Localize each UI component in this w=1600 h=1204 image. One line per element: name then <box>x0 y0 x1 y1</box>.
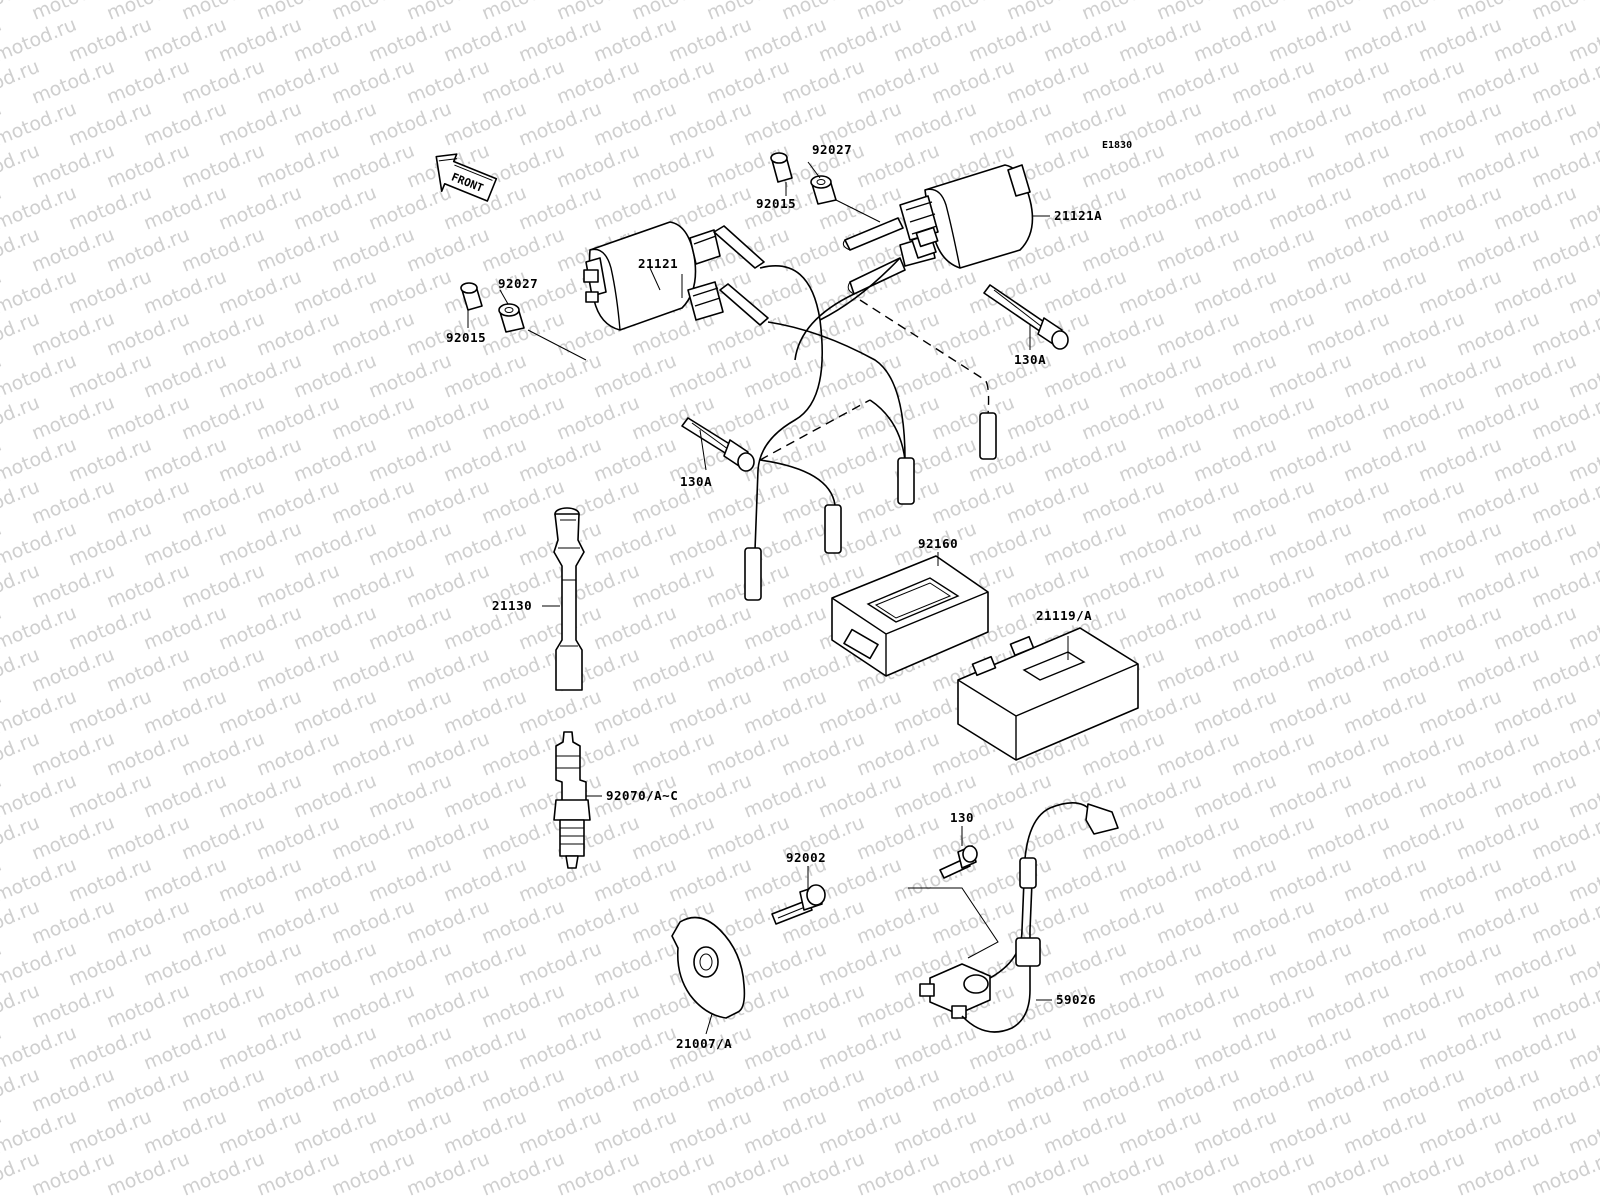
leader-lines <box>542 215 1069 1035</box>
label-92027-left: 92027 <box>498 276 538 291</box>
label-130: 130 <box>950 810 974 825</box>
ecu-holder-92160 <box>831 555 989 677</box>
collar-92015-left <box>460 282 483 311</box>
label-21007A: 21007/A <box>676 1036 732 1051</box>
label-92015-upper: 92015 <box>756 196 796 211</box>
label-92160: 92160 <box>918 536 958 551</box>
label-92070: 92070/A~C <box>606 788 678 803</box>
front-arrow-icon: FRONT <box>435 153 498 202</box>
ignition-coil-21121A <box>842 164 1034 295</box>
ignition-coil-21121 <box>583 221 769 331</box>
watermark-text: motod.ru <box>1529 1148 1600 1200</box>
spark-plug-cap-21130 <box>553 507 585 691</box>
timing-rotor-21007A <box>671 916 746 1019</box>
label-21121: 21121 <box>638 256 678 271</box>
diagram-code: E1830 <box>1102 140 1132 151</box>
label-130A-left: 130A <box>680 474 712 489</box>
label-59026: 59026 <box>1056 992 1096 1007</box>
spark-plug-92070 <box>553 731 591 869</box>
bolt-130A-right <box>983 284 1069 350</box>
pickup-coil-59026 <box>919 802 1119 1033</box>
ic-igniter-21119A <box>957 627 1139 761</box>
bolt-130 <box>939 845 978 879</box>
label-92015-left: 92015 <box>446 330 486 345</box>
label-92002: 92002 <box>786 850 826 865</box>
high-tension-wires <box>744 257 997 601</box>
label-21121A: 21121A <box>1054 208 1102 223</box>
bolt-130A-left <box>681 417 755 472</box>
bolt-92002 <box>771 884 826 925</box>
label-21119A: 21119/A <box>1036 608 1092 623</box>
label-130A-right: 130A <box>1014 352 1046 367</box>
label-92027-upper: 92027 <box>812 142 852 157</box>
part-labels: 92027 92015 21121A 21121 92027 92015 130… <box>446 142 1102 1051</box>
collar-92015-upper <box>770 152 793 183</box>
grommet-92027-left <box>498 303 525 333</box>
label-21130: 21130 <box>492 598 532 613</box>
